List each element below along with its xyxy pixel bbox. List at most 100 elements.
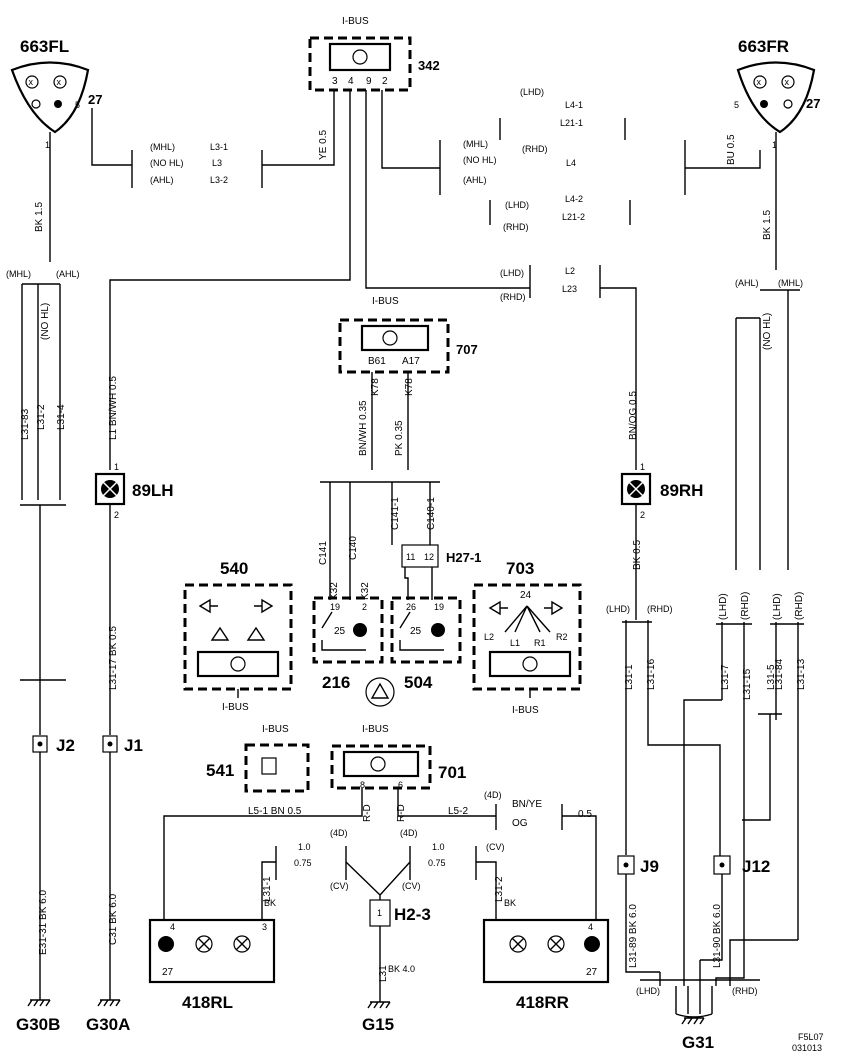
svg-text:0.5: 0.5 (578, 809, 592, 820)
svg-text:L31-13: L31-13 (796, 658, 807, 690)
svg-text:G30A: G30A (86, 1015, 130, 1034)
svg-text:B61: B61 (368, 356, 386, 367)
svg-text:4: 4 (348, 76, 354, 87)
svg-text:C141: C141 (318, 541, 329, 565)
svg-text:K78: K78 (370, 378, 381, 396)
svg-text:L1: L1 (510, 638, 520, 648)
module-703-label: 703 (506, 559, 534, 578)
svg-text:(RHD): (RHD) (522, 144, 548, 154)
svg-text:L31-16: L31-16 (646, 658, 657, 690)
switch-216-label: 216 (322, 673, 350, 692)
svg-text:L1 BN/WH 0.5: L1 BN/WH 0.5 (108, 376, 119, 440)
footer-code-2: 031013 (792, 1043, 822, 1053)
svg-text:BK 0.5: BK 0.5 (632, 540, 643, 570)
ground-g15: G15 (362, 1001, 394, 1034)
svg-text:R-D: R-D (396, 804, 407, 822)
svg-text:19: 19 (330, 602, 340, 612)
svg-text:(MHL): (MHL) (150, 142, 175, 152)
svg-text:L31-1: L31-1 (624, 664, 635, 690)
svg-text:OG: OG (512, 818, 528, 829)
svg-text:L3: L3 (212, 158, 222, 168)
module-540: 540 I-BUS (183, 559, 293, 713)
svg-text:6: 6 (398, 780, 403, 790)
svg-text:(NO HL): (NO HL) (762, 313, 773, 350)
ground-g31: G31 (681, 1017, 714, 1052)
svg-text:(4D): (4D) (400, 828, 418, 838)
module-703: 703 24 L2 L1 R1 R2 I-BUS (472, 559, 582, 716)
junction-j1: J1 (102, 735, 143, 755)
svg-text:L21-2: L21-2 (562, 212, 585, 222)
svg-text:L31-1: L31-1 (262, 876, 273, 902)
svg-text:27: 27 (586, 967, 598, 978)
module-541: I-BUS 541 (206, 724, 310, 793)
svg-text:L4-1: L4-1 (565, 100, 583, 110)
connector-h27-1: 11 12 H27-1 (401, 544, 481, 568)
svg-text:(LHD): (LHD) (500, 268, 524, 278)
svg-text:L31: L31 (378, 965, 389, 982)
svg-text:I-BUS: I-BUS (362, 724, 389, 735)
svg-text:L4: L4 (566, 158, 576, 168)
svg-text:(LHD): (LHD) (636, 986, 660, 996)
lamp-663fl: 663FL x x 27 5 1 (10, 37, 102, 150)
svg-text:BK 1.5: BK 1.5 (762, 210, 773, 240)
svg-text:YE 0.5: YE 0.5 (318, 130, 329, 160)
svg-text:1.0: 1.0 (432, 842, 445, 852)
svg-text:I-BUS: I-BUS (372, 296, 399, 307)
junction-j12: J12 (713, 855, 770, 876)
svg-text:L31-89 BK 6.0: L31-89 BK 6.0 (628, 904, 639, 968)
svg-text:I-BUS: I-BUS (222, 702, 249, 713)
ground-g30b: G30B (16, 999, 60, 1034)
svg-text:(NO HL): (NO HL) (463, 155, 497, 165)
svg-text:L5-1 BN 0.5: L5-1 BN 0.5 (248, 806, 302, 817)
lamp-89lh: 89LH 1 2 (94, 462, 174, 520)
svg-text:BK 1.5: BK 1.5 (34, 202, 45, 232)
svg-text:K32: K32 (360, 582, 371, 600)
svg-text:1: 1 (45, 140, 50, 150)
svg-text:8: 8 (360, 780, 365, 790)
svg-text:C140-1: C140-1 (426, 497, 437, 530)
svg-text:(LHD): (LHD) (520, 87, 544, 97)
svg-text:(MHL): (MHL) (778, 278, 803, 288)
svg-text:L31-2: L31-2 (494, 876, 505, 902)
svg-text:L2: L2 (484, 632, 494, 642)
footer-code-1: F5L07 (798, 1032, 824, 1042)
lamp-89rh: 89RH 1 2 (620, 462, 703, 520)
svg-text:L3-1: L3-1 (210, 142, 228, 152)
svg-text:(MHL): (MHL) (463, 139, 488, 149)
svg-text:(AHL): (AHL) (463, 175, 487, 185)
svg-text:2: 2 (362, 602, 367, 612)
svg-text:27: 27 (162, 967, 174, 978)
connector-h2-3: 1 H2-3 (369, 899, 431, 927)
lamp-89rh-label: 89RH (660, 481, 703, 500)
lamp-663fr: 663FR x x 27 5 1 (734, 37, 820, 150)
module-342: I-BUS 342 3 4 9 2 (308, 16, 440, 92)
svg-text:I-BUS: I-BUS (512, 705, 539, 716)
junction-j2: J2 (32, 735, 75, 755)
module-342-label: 342 (418, 58, 440, 73)
svg-text:(LHD): (LHD) (772, 593, 783, 620)
svg-text:(CV): (CV) (402, 881, 421, 891)
svg-text:K78: K78 (404, 378, 415, 396)
svg-text:(RHD): (RHD) (740, 592, 751, 620)
svg-text:x: x (57, 77, 62, 87)
svg-text:25: 25 (334, 626, 346, 637)
svg-text:L31-5: L31-5 (766, 664, 777, 690)
svg-text:3: 3 (262, 922, 267, 932)
switch-216: 19 2 25 216 (312, 596, 384, 692)
module-701: I-BUS 701 8 6 (330, 724, 466, 790)
lamp-418rl-label: 418RL (182, 993, 233, 1012)
svg-text:L2: L2 (565, 266, 575, 276)
lamp-89lh-label: 89LH (132, 481, 174, 500)
svg-text:J2: J2 (56, 736, 75, 755)
svg-text:(RHD): (RHD) (500, 292, 526, 302)
svg-text:R1: R1 (534, 638, 546, 648)
svg-text:H2-3: H2-3 (394, 905, 431, 924)
svg-text:(AHL): (AHL) (56, 269, 80, 279)
svg-text:(4D): (4D) (484, 790, 502, 800)
svg-text:2: 2 (640, 510, 645, 520)
svg-text:G31: G31 (682, 1033, 714, 1052)
module-541-label: 541 (206, 761, 234, 780)
switch-504-label: 504 (404, 673, 433, 692)
svg-text:L31-7: L31-7 (720, 664, 731, 690)
